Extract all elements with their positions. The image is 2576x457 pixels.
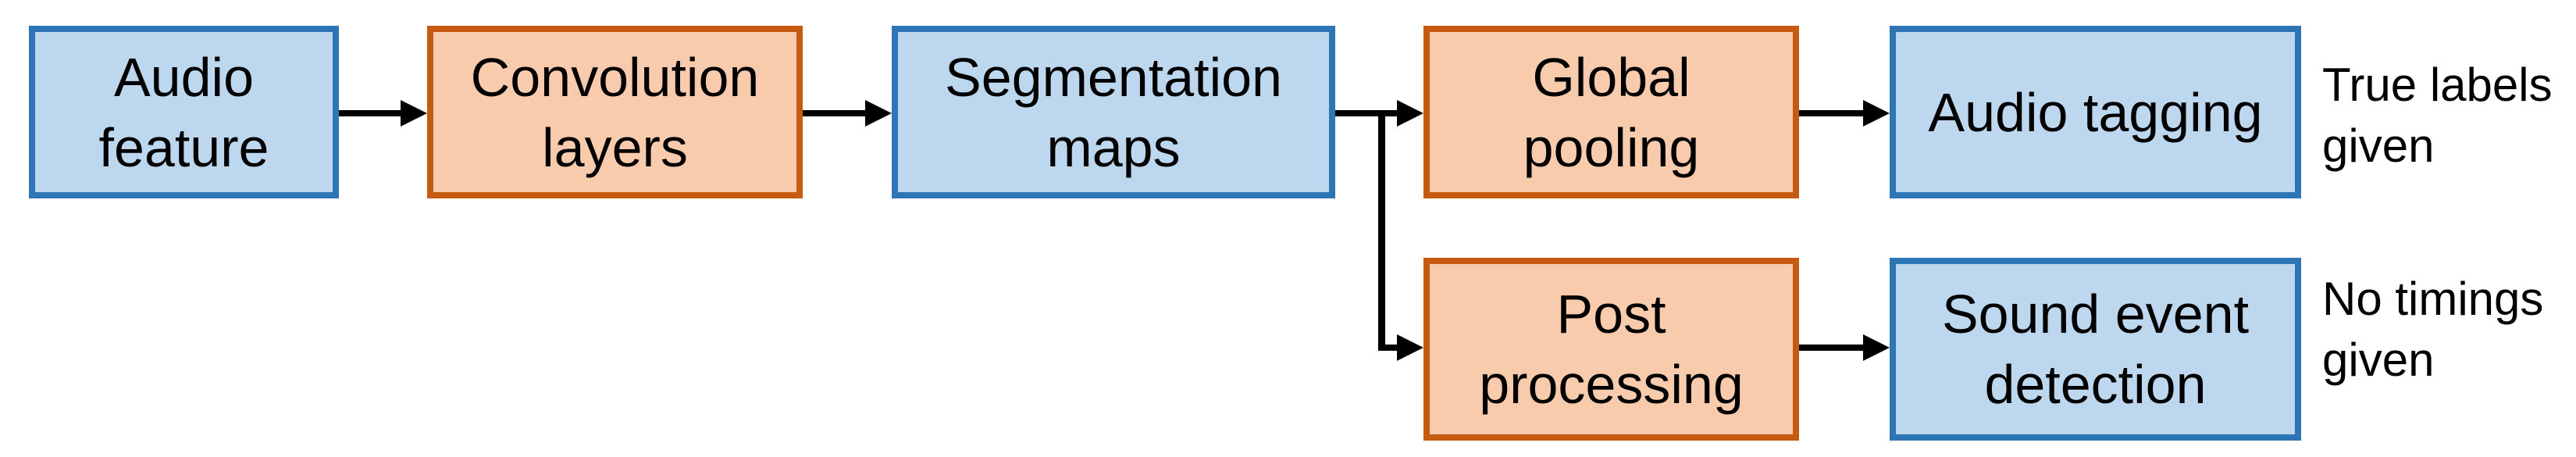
node-global-pooling: Global pooling xyxy=(1423,26,1799,198)
arrow-segmentation-to-post-processing-head xyxy=(1397,334,1423,361)
node-audio-tagging-label: Audio tagging xyxy=(1928,81,2263,143)
node-sound-event-detection: Sound event detection xyxy=(1890,258,2301,441)
arrow-segmentation-to-global-pooling-head xyxy=(1397,100,1423,127)
node-global-pooling-label: Global pooling xyxy=(1523,46,1700,178)
arrow-convolution-to-segmentation-head xyxy=(865,100,892,127)
node-sound-event-detection-label: Sound event detection xyxy=(1941,284,2250,415)
arrow-segmentation-to-post-processing-shaft xyxy=(1378,345,1400,351)
node-audio-feature: Audio feature xyxy=(29,26,339,198)
arrow-post-processing-to-sed-shaft xyxy=(1799,345,1865,351)
arrow-audio-feature-to-convolution-shaft xyxy=(339,110,402,116)
arrow-convolution-to-segmentation-shaft xyxy=(803,110,867,116)
arrow-global-pooling-to-audio-tagging-head xyxy=(1863,100,1890,127)
arrow-branch-vertical xyxy=(1378,110,1385,351)
node-post-processing-label: Post processing xyxy=(1479,284,1744,415)
annotation-true-labels-given: True labels given xyxy=(2322,59,2553,172)
arrow-audio-feature-to-convolution-head xyxy=(401,100,427,127)
node-convolution-layers: Convolution layers xyxy=(427,26,803,198)
arrow-post-processing-to-sed-head xyxy=(1863,334,1890,361)
node-post-processing: Post processing xyxy=(1423,258,1799,441)
node-segmentation-maps: Segmentation maps xyxy=(892,26,1335,198)
node-audio-tagging: Audio tagging xyxy=(1890,26,2301,198)
node-convolution-layers-label: Convolution layers xyxy=(470,46,760,178)
arrow-segmentation-to-global-pooling-shaft xyxy=(1335,110,1399,116)
annotation-no-timings-given: No timings given xyxy=(2322,273,2544,386)
node-audio-feature-label: Audio feature xyxy=(98,46,269,178)
node-segmentation-maps-label: Segmentation maps xyxy=(945,46,1282,178)
arrow-global-pooling-to-audio-tagging-shaft xyxy=(1799,110,1865,116)
